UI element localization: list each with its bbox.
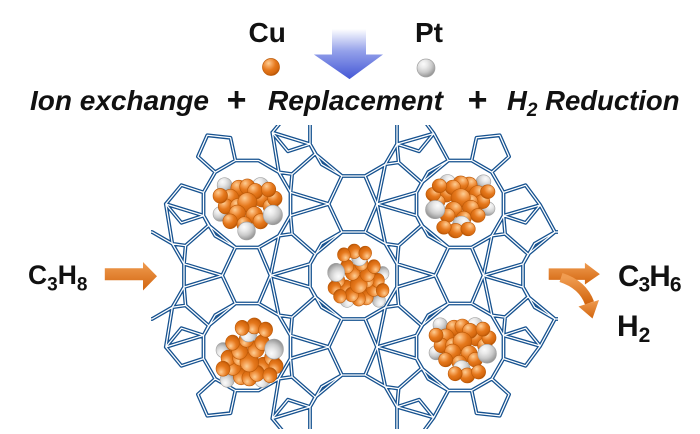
- svg-text:+: +: [226, 81, 246, 119]
- svg-text:Ion exchange: Ion exchange: [30, 85, 209, 116]
- svg-text:Replacement: Replacement: [268, 85, 445, 116]
- svg-text:Cu: Cu: [249, 17, 286, 48]
- svg-text:C3H6: C3H6: [618, 260, 681, 297]
- svg-text:Pt: Pt: [415, 17, 443, 48]
- svg-text:C3H8: C3H8: [28, 260, 87, 296]
- svg-text:+: +: [467, 81, 487, 119]
- svg-text:H2 Reduction: H2 Reduction: [507, 85, 680, 121]
- svg-text:H2: H2: [617, 310, 650, 347]
